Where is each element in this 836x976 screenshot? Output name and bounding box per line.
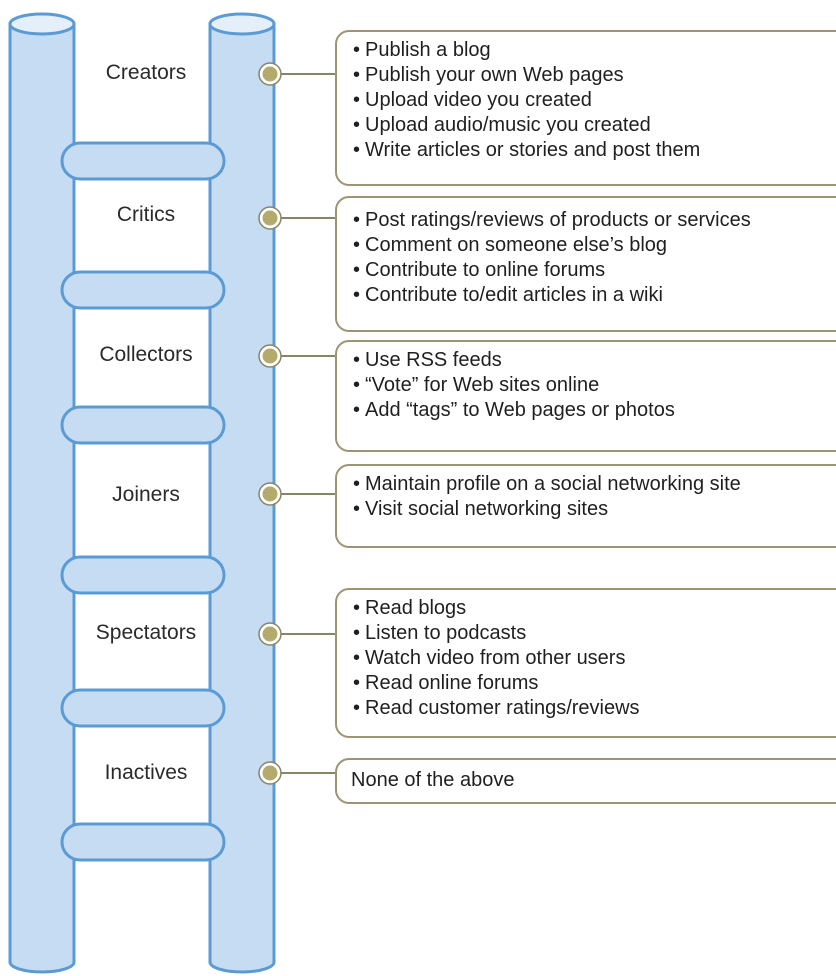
activity-item: •Add “tags” to Web pages or photos [353,399,675,421]
activity-item: •Watch video from other users [353,647,626,669]
activity-item: •Read blogs [353,597,467,619]
activity-item: •Post ratings/reviews of products or ser… [353,209,751,231]
connector-creators [258,62,335,86]
activity-item: •Listen to podcasts [353,622,527,644]
ladder-rung [60,270,226,310]
connector-spectators [258,622,335,646]
activity-item: •Maintain profile on a social networking… [353,473,741,495]
activity-box-joiners: •Maintain profile on a social networking… [335,464,836,548]
ladder-rung [60,555,226,595]
activity-item: •Contribute to/edit articles in a wiki [353,284,663,306]
activity-item: •Publish a blog [353,39,491,61]
activity-item: •Comment on someone else’s blog [353,234,668,256]
ladder-rung [60,822,226,862]
connectors [258,62,335,785]
activity-box-critics: •Post ratings/reviews of products or ser… [335,196,836,332]
connector-critics [258,206,335,230]
ladder-rung [60,405,226,445]
tier-label-inactives: Inactives [104,761,188,784]
tier-label-joiners: Joiners [112,483,180,506]
tier-label-spectators: Spectators [95,621,197,644]
activity-item: •Upload audio/music you created [353,114,651,136]
activity-box-creators: •Publish a blog •Publish your own Web pa… [335,30,836,186]
tier-label-critics: Critics [116,203,176,226]
activity-item: •Use RSS feeds [353,349,502,371]
activity-box-collectors: •Use RSS feeds •“Vote” for Web sites onl… [335,340,836,452]
activity-item: •Read customer ratings/reviews [353,697,640,719]
ladder-left-rail [8,12,76,974]
ladder-rungs [60,141,226,862]
activity-item: •Visit social networking sites [353,498,609,520]
activity-item: •Upload video you created [353,89,592,111]
ladder-rung [60,141,226,181]
activity-item: •Read online forums [353,672,539,694]
connector-collectors [258,344,335,368]
activity-item: •Publish your own Web pages [353,64,624,86]
activity-item: •Contribute to online forums [353,259,606,281]
activity-box-inactives: •None of the above [335,758,836,804]
activity-item: •Write articles or stories and post them [353,139,701,161]
ladder-right-rail [208,12,276,974]
activity-item: •None of the above [351,769,515,791]
ladder-rung [60,688,226,728]
connector-inactives [258,761,335,785]
tier-label-creators: Creators [105,61,187,84]
activity-item: •“Vote” for Web sites online [353,374,600,396]
tier-label-collectors: Collectors [99,343,193,366]
activity-box-spectators: •Read blogs •Listen to podcasts •Watch v… [335,588,836,738]
connector-joiners [258,482,335,506]
